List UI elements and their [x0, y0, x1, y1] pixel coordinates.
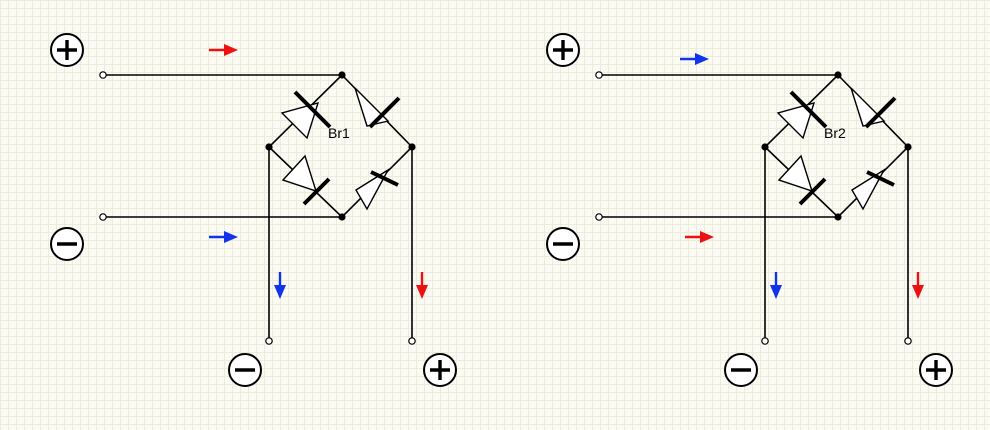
polarity-minus-output-icon: [228, 353, 262, 387]
current-arrow-input-top-icon: [680, 53, 709, 65]
polarity-minus-output-icon: [724, 353, 758, 387]
polarity-minus-input-icon: [50, 227, 84, 261]
polarity-plus-output-icon: [423, 353, 457, 387]
bridge-circuit: [97, 69, 418, 347]
current-arrow-output-right-icon: [912, 272, 924, 299]
bridge-rectifier-br2: Br2: [546, 33, 953, 387]
current-arrow-output-right-icon: [416, 272, 428, 299]
current-arrow-output-left-icon: [274, 272, 286, 299]
bridge-rectifier-br1: Br1 +: [50, 33, 457, 387]
polarity-minus-input-icon: [546, 227, 580, 261]
bridge-circuit: [593, 69, 914, 347]
current-arrow-output-left-icon: [770, 272, 782, 299]
polarity-plus-input-icon: +: [50, 33, 84, 67]
bridge-label: Br2: [824, 125, 846, 141]
polarity-plus-output-icon: [919, 353, 953, 387]
polarity-plus-input-icon: [546, 33, 580, 67]
current-arrow-input-bottom-icon: [685, 231, 714, 243]
current-arrow-input-bottom-icon: [209, 231, 238, 243]
current-arrow-input-top-icon: [209, 44, 238, 56]
bridge-label: Br1: [328, 125, 350, 141]
